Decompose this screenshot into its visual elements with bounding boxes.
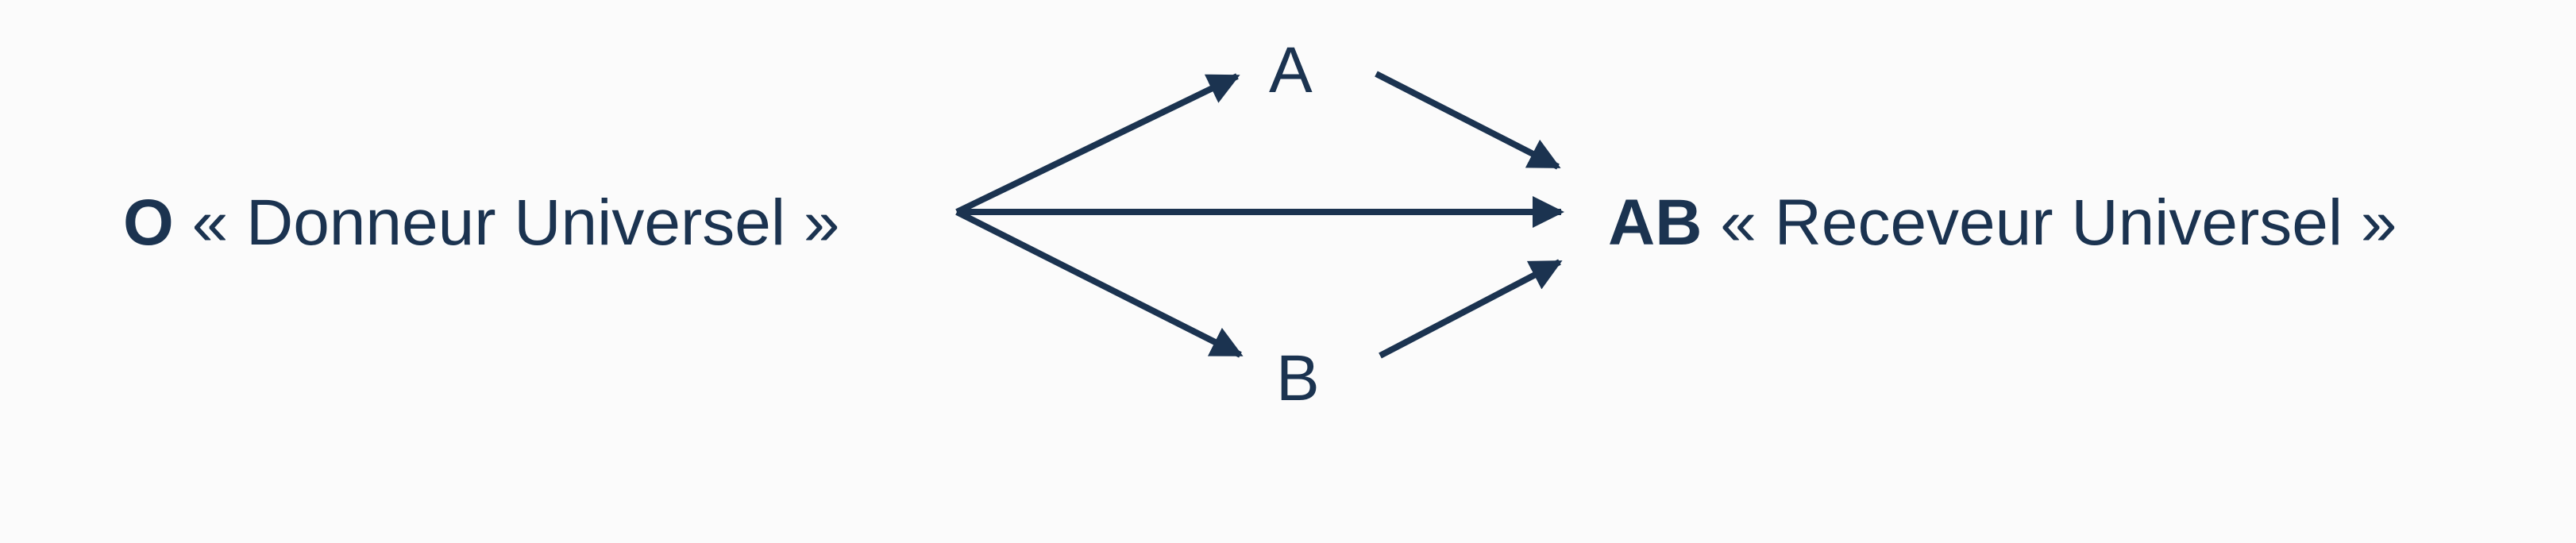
node-ab-label: « Receveur Universel » [1720, 187, 2397, 259]
node-b: B [1276, 346, 1320, 411]
arrow-o-to-a [955, 73, 1240, 215]
node-o-type: O [123, 187, 174, 259]
arrow-a-to-ab [1375, 71, 1561, 170]
arrow-b-to-ab [1379, 259, 1563, 359]
node-ab-type: AB [1608, 187, 1703, 259]
node-ab-recipient: AB « Receveur Universel » [1608, 191, 2397, 256]
arrow-o-to-b [955, 209, 1244, 358]
node-a: A [1269, 38, 1313, 103]
node-o-donor: O « Donneur Universel » [123, 191, 839, 256]
node-b-type: B [1276, 342, 1320, 414]
node-o-label: « Donneur Universel » [191, 187, 840, 259]
node-a-type: A [1269, 34, 1313, 106]
